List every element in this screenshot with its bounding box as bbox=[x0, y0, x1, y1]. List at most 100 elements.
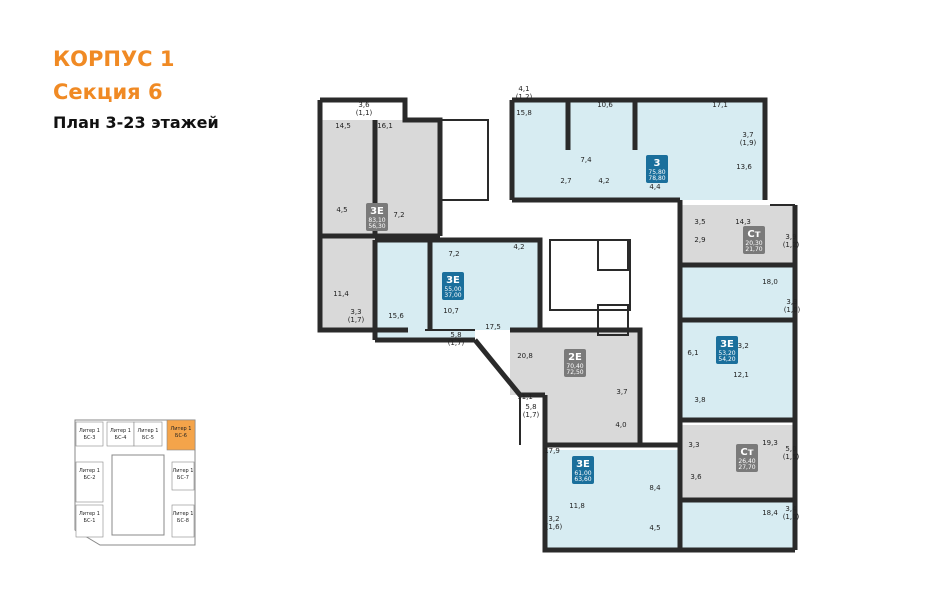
room-area-label: 17,5 bbox=[485, 323, 501, 331]
apartment-living-area: 37,00 bbox=[444, 292, 461, 299]
room-area-label: 7,4 bbox=[580, 156, 592, 164]
room-area-label: 11,4 bbox=[333, 290, 349, 298]
room-area-label: 18,0 bbox=[762, 278, 778, 286]
apartment-fills bbox=[320, 100, 795, 550]
room-area-label: 4,5 bbox=[649, 524, 660, 532]
apartment-type: 3Е bbox=[576, 459, 590, 470]
room-area-label: 11,1 bbox=[517, 393, 533, 401]
room-area-label: 2,7 bbox=[560, 177, 571, 185]
room-area-label: 2,9 bbox=[694, 236, 705, 244]
apartment-living-area: 27,70 bbox=[738, 464, 755, 471]
apartment-living-area: 63,60 bbox=[574, 476, 591, 483]
room-area-label: 8,4 bbox=[649, 484, 661, 492]
apartment-living-area: 54,20 bbox=[718, 356, 735, 363]
room-area-label: 18,4 bbox=[762, 509, 778, 517]
room-area-label: 4,4 bbox=[649, 183, 661, 191]
room-area-label: 4,5 bbox=[336, 206, 347, 214]
apartment-type: Ст bbox=[747, 229, 760, 240]
room-area-label: 11,8 bbox=[569, 502, 585, 510]
room-area-label: 3,4(1,0) bbox=[783, 505, 800, 521]
room-area-label: 3,8 bbox=[694, 396, 705, 404]
apartment-area: 70,40 bbox=[566, 363, 583, 370]
apartment-area: 53,20 bbox=[718, 350, 735, 357]
room-area-label: 14,5 bbox=[335, 122, 351, 130]
section-title: Секция 6 bbox=[53, 80, 163, 104]
room-area-label: 14,3 bbox=[735, 218, 751, 226]
room-area-label: 16,1 bbox=[377, 122, 393, 130]
apartment-type: 3 bbox=[654, 158, 661, 169]
room-area-label: 3,9(1,2) bbox=[783, 233, 800, 249]
walls bbox=[317, 97, 798, 553]
room-area-label: 15,8 bbox=[516, 109, 532, 117]
room-area-label: 3,6(1,1) bbox=[356, 101, 373, 117]
room-area-label: 17,1 bbox=[712, 101, 728, 109]
room-area-label: 3,7(1,9) bbox=[740, 131, 757, 147]
room-area-label: 10,6 bbox=[597, 101, 613, 109]
room-area-label: 3,5 bbox=[694, 218, 705, 226]
apartment-type: 3Е bbox=[720, 339, 734, 350]
room-area-label: 7,2 bbox=[393, 211, 404, 219]
apartment-living-area: 72,50 bbox=[566, 369, 583, 376]
apartment-fill-3e-bottom bbox=[545, 450, 795, 550]
room-labels: 3,6(1,1) 14,5 16,1 4,1(1,2) 15,8 10,6 17,1 3,7(… bbox=[333, 85, 800, 532]
room-area-label: 4,2 bbox=[513, 243, 524, 251]
apartment-fill-3-top bbox=[512, 100, 765, 200]
apartment-area: 83,10 bbox=[368, 217, 385, 224]
room-area-label: 3,7 bbox=[616, 388, 627, 396]
room-area-label: 17,9 bbox=[544, 447, 560, 455]
room-area-label: 4,0 bbox=[615, 421, 626, 429]
apartment-area: 26,40 bbox=[738, 458, 755, 465]
room-area-label: 5,0(1,5) bbox=[783, 445, 800, 461]
room-area-label: 3,6 bbox=[690, 473, 702, 481]
room-area-label: 20,8 bbox=[517, 352, 533, 360]
floors-subtitle: План 3-23 этажей bbox=[53, 113, 219, 132]
room-area-label: 5,8(1,7) bbox=[523, 403, 540, 419]
apartment-type: 3Е bbox=[370, 206, 384, 217]
apartment-fill-2e bbox=[510, 330, 640, 445]
apartment-type: 2Е bbox=[568, 352, 582, 363]
room-area-label: 7,2 bbox=[448, 250, 459, 258]
room-area-label: 10,7 bbox=[443, 307, 459, 315]
room-area-label: 13,2 bbox=[733, 342, 749, 350]
room-area-label: 6,1 bbox=[687, 349, 698, 357]
room-area-label: 3,3 bbox=[688, 441, 699, 449]
apartment-living-area: 56,30 bbox=[368, 223, 385, 230]
room-area-label: 4,1(1,2) bbox=[516, 85, 533, 101]
apartment-living-area: 78,80 bbox=[648, 175, 665, 182]
room-area-label: 12,1 bbox=[733, 371, 749, 379]
room-area-label: 3,2(1,6) bbox=[546, 515, 563, 531]
apartment-area: 61,00 bbox=[574, 470, 591, 477]
apartment-badges: 3Е83,1056,303Е55,0037,00375,8078,80Ст20,… bbox=[366, 155, 765, 484]
apartment-type: Ст bbox=[740, 447, 753, 458]
apartment-fill-st-top bbox=[680, 205, 795, 265]
room-area-label: 4,2 bbox=[598, 177, 609, 185]
room-area-label: 5,8(1,7) bbox=[448, 331, 465, 347]
apartment-area: 20,30 bbox=[745, 240, 762, 247]
apartment-type: 3Е bbox=[446, 275, 460, 286]
apartment-living-area: 21,70 bbox=[745, 246, 762, 253]
room-area-label: 13,6 bbox=[736, 163, 752, 171]
building-title: КОРПУС 1 bbox=[53, 47, 175, 71]
